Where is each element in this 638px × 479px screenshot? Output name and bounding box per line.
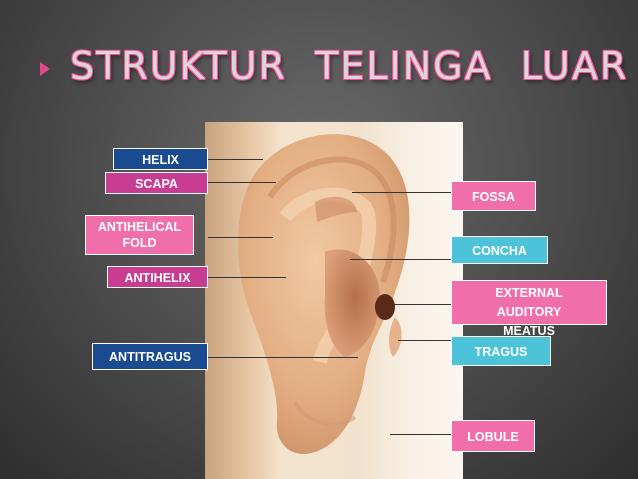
label-tragus: TRAGUS: [451, 336, 551, 366]
leader-line-external-auditory-meatus: [392, 304, 451, 305]
leader-line-lobule: [390, 434, 451, 435]
label-concha: CONCHA: [451, 236, 548, 264]
leader-line-antihelical-fold: [208, 237, 273, 238]
ear-photo: [205, 122, 463, 479]
leader-line-concha: [350, 259, 451, 260]
slide-title: STRUKTUR TELINGA LUAR: [70, 44, 629, 88]
title-bullet-icon: [40, 62, 50, 76]
label-lobule: LOBULE: [451, 420, 535, 452]
leader-line-tragus: [398, 340, 451, 341]
leader-line-antihelix: [208, 277, 286, 278]
label-antihelical-fold: ANTIHELICAL FOLD: [85, 215, 194, 255]
label-fossa: FOSSA: [451, 181, 536, 211]
leader-line-fossa: [352, 192, 451, 193]
leader-line-antitragus: [208, 357, 358, 358]
leader-line-helix: [208, 159, 263, 160]
label-helix: HELIX: [113, 148, 208, 170]
label-antitragus: ANTITRAGUS: [92, 343, 208, 370]
label-antihelix: ANTIHELIX: [107, 266, 208, 288]
label-external-auditory-meatus: EXTERNAL AUDITORY MEATUS: [451, 280, 607, 338]
leader-line-scapa: [208, 182, 276, 183]
label-scapa: SCAPA: [105, 172, 208, 194]
